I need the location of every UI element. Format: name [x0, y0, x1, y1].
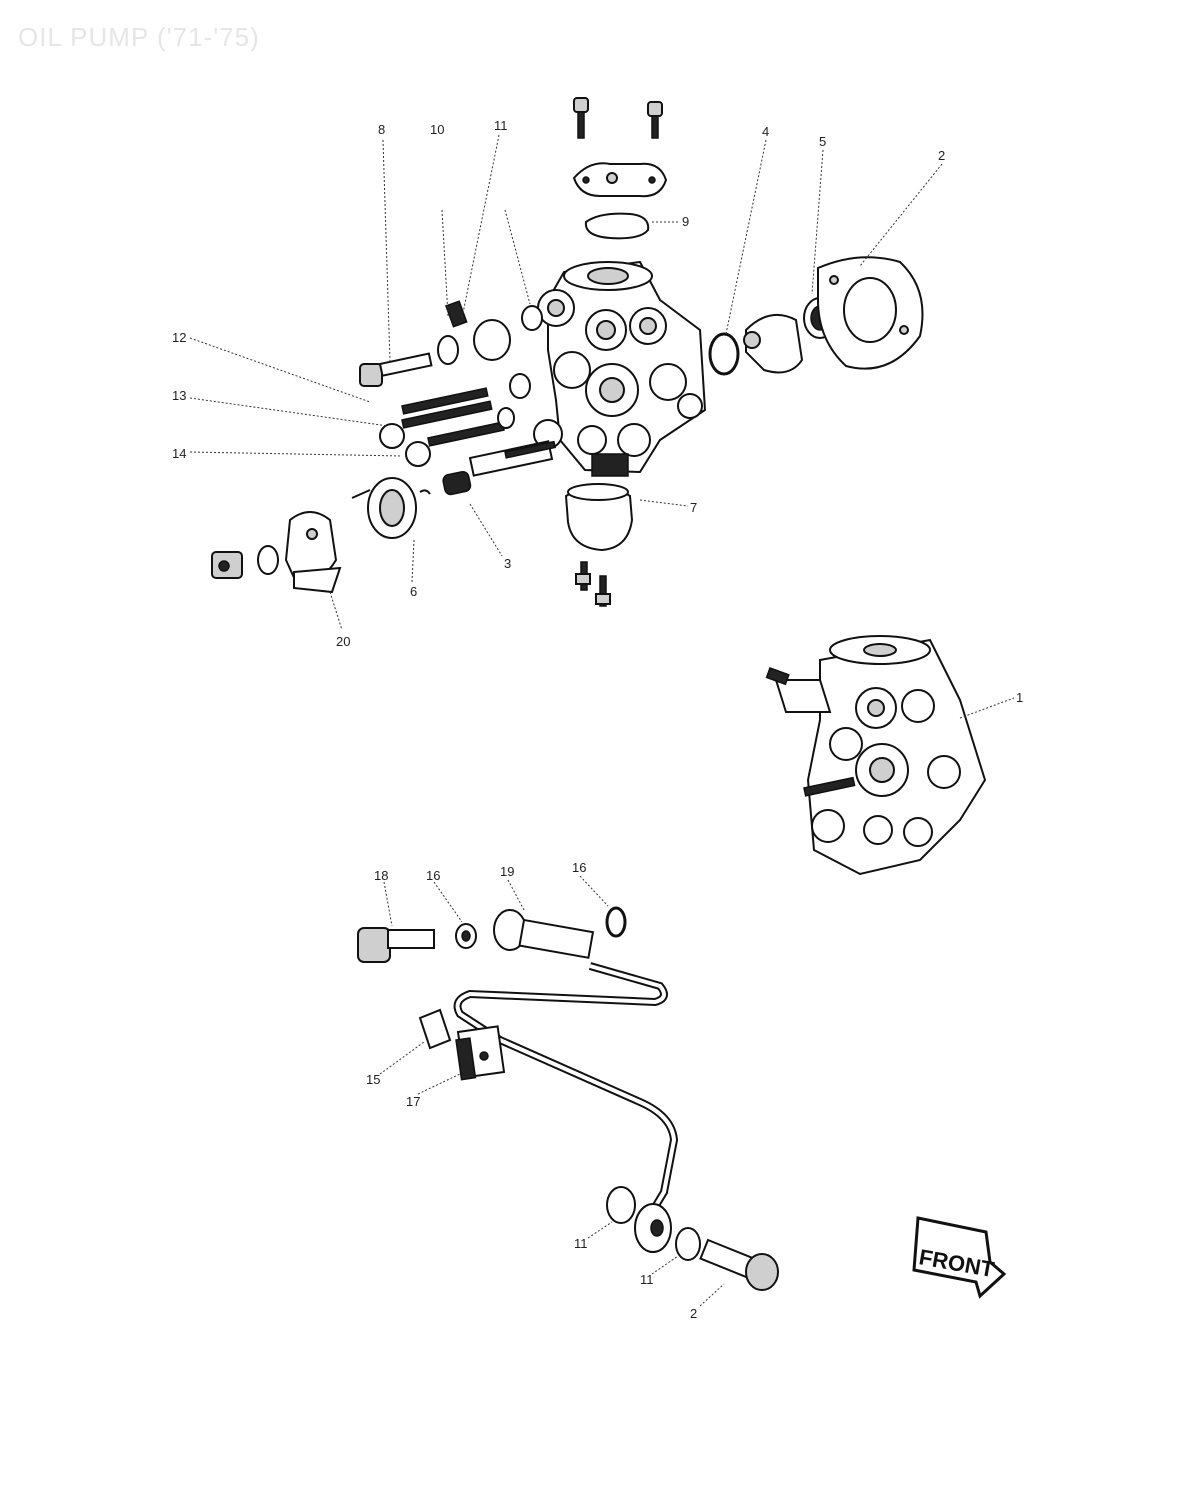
callout-11: 11	[494, 118, 508, 133]
bolt-13	[379, 400, 493, 449]
spring-3	[442, 470, 472, 496]
callout-8: 8	[378, 122, 385, 137]
part-10	[437, 300, 468, 365]
callout-3: 3	[504, 556, 511, 571]
callout-6: 6	[410, 584, 417, 599]
leader-lines	[189, 134, 1015, 1307]
bolt-14	[405, 421, 505, 467]
top-screw-left	[573, 97, 589, 139]
bolt-2-lower	[699, 1238, 779, 1291]
callout-16a: 16	[426, 868, 440, 883]
washer-small	[497, 373, 531, 429]
clamp-17	[455, 1025, 506, 1081]
pump-shaft	[468, 440, 557, 477]
callout-labels: 8 10 11 4 5 2 9 12 13 14 6 3 7 20 1 18 1…	[172, 118, 1023, 1321]
part-11	[473, 305, 543, 361]
bolt-12	[401, 387, 489, 415]
cup-part	[743, 313, 804, 374]
gasket-9	[584, 212, 650, 240]
washer-16a	[455, 923, 477, 949]
oil-pipe	[453, 962, 679, 1215]
gasket-2	[817, 256, 924, 370]
callout-18: 18	[374, 868, 388, 883]
top-screw-right	[647, 101, 663, 139]
cover-20	[284, 511, 342, 594]
callout-14: 14	[172, 446, 186, 461]
callout-5: 5	[819, 134, 826, 149]
callout-1: 1	[1016, 690, 1023, 705]
callout-10: 10	[430, 122, 444, 137]
callout-11b: 11	[574, 1236, 588, 1251]
cap-7	[564, 483, 634, 552]
assembled-pump-1	[765, 635, 987, 876]
diagram-title: OIL PUMP ('71-'75)	[18, 22, 260, 52]
lower-fitting	[606, 1186, 701, 1261]
washer-16b	[605, 906, 627, 938]
bolt-8	[359, 352, 433, 387]
callout-11c: 11	[640, 1272, 654, 1287]
callout-16b: 16	[572, 860, 586, 875]
nut-washer-20	[211, 545, 279, 579]
callout-12: 12	[172, 330, 186, 345]
callout-2b: 2	[690, 1306, 697, 1321]
callout-4: 4	[762, 124, 769, 139]
cover-plate	[572, 162, 668, 198]
clip-15	[418, 1008, 452, 1050]
callout-17: 17	[406, 1094, 420, 1109]
o-ring-4	[708, 332, 740, 376]
callout-9: 9	[682, 214, 689, 229]
front-arrow: FRONT	[912, 1216, 1007, 1299]
callout-19: 19	[500, 864, 514, 879]
callout-20: 20	[336, 634, 350, 649]
callout-15: 15	[366, 1072, 380, 1087]
bottom-screws	[575, 561, 611, 607]
callout-2: 2	[938, 148, 945, 163]
gear-6	[351, 477, 431, 539]
callout-7: 7	[690, 500, 697, 515]
banjo-bolt-18	[357, 927, 435, 963]
fitting-19	[493, 909, 595, 959]
pump-body	[533, 260, 707, 477]
callout-13: 13	[172, 388, 186, 403]
